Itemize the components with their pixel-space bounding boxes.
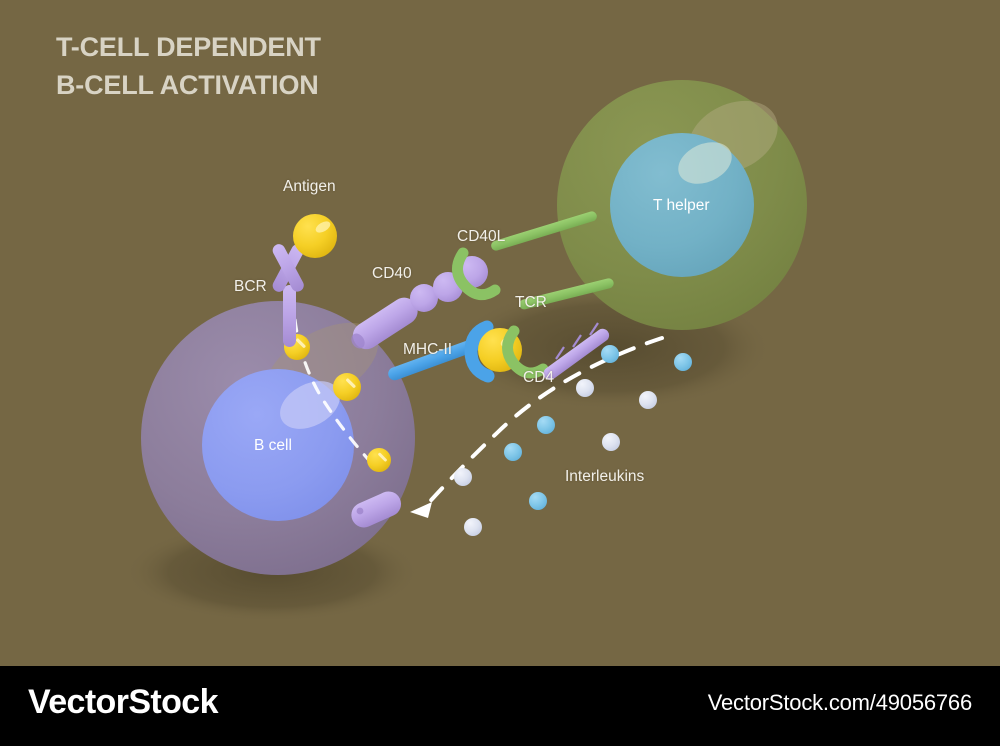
interleukin-particle [454,468,472,486]
title-line-1: T-CELL DEPENDENT [56,32,321,62]
label-b-cell: B cell [254,437,292,454]
cd40-bead-1 [410,284,438,312]
label-tcr: TCR [515,294,547,311]
internalized-antigen-2 [333,373,361,401]
label-cd4: CD4 [523,369,555,386]
interleukin-particle [639,391,657,409]
tcr-receptor [502,278,614,379]
cd40l-receptor [452,211,597,301]
watermark-footer: VectorStock VectorStock.com/49056766 [0,666,1000,746]
title-line-2: B-CELL ACTIVATION [56,70,319,100]
interleukin-particles [454,345,692,536]
label-mhc-ii: MHC-II [403,341,453,358]
label-interleukins: Interleukins [565,468,645,485]
label-bcr: BCR [234,278,267,295]
bcr-receptor [272,214,337,347]
interleukin-particle [537,416,555,434]
interleukin-flow-arrow [422,336,664,510]
label-antigen: Antigen [283,178,336,195]
interleukin-particle [504,443,522,461]
interleukin-receptor-rod [351,491,402,528]
label-cd40l: CD40L [457,228,506,245]
label-t-helper: T helper [653,197,710,214]
interleukin-particle [464,518,482,536]
label-cd40: CD40 [372,265,412,282]
antigen-sphere-bcr [293,214,337,258]
vectorstock-url: VectorStock.com/49056766 [707,690,972,715]
b-cell-nucleus-highlight [280,381,340,429]
interleukin-particle [602,433,620,451]
interleukin-particle [674,353,692,371]
vectorstock-logo: VectorStock [28,683,219,721]
page-title: T-CELL DEPENDENT B-CELL ACTIVATION [56,28,321,104]
cd4-receptor [543,322,610,381]
illustration-canvas: T-CELL DEPENDENT B-CELL ACTIVATION Antig… [56,28,807,622]
immunology-diagram [124,80,807,622]
t-helper-nucleus-highlight [678,142,732,184]
b-cell [141,301,415,575]
interleukin-particle [601,345,619,363]
internalized-antigen-3 [367,448,391,472]
interleukin-arrowhead [410,502,432,518]
interleukin-particle [576,379,594,397]
t-helper-cell [557,80,807,330]
interleukin-particle [529,492,547,510]
